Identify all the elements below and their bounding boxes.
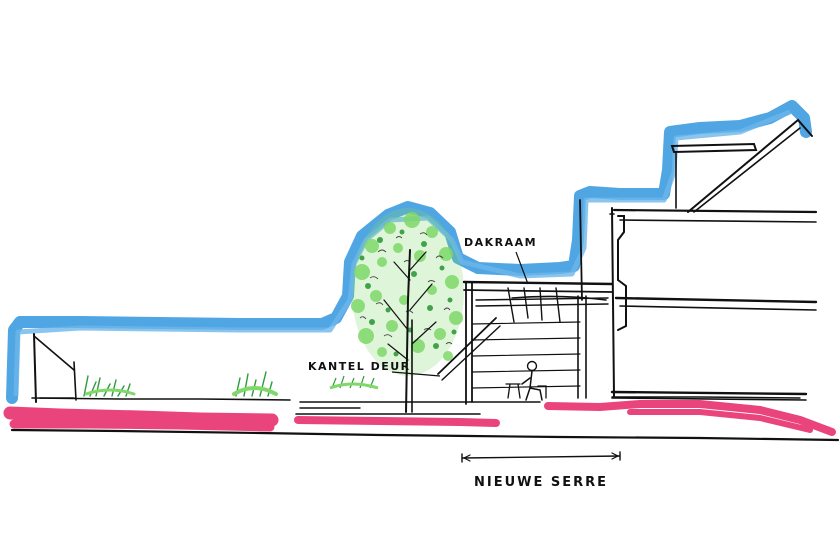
tilt-door — [437, 317, 501, 381]
label-dakraam: DAKRAAM — [464, 236, 537, 249]
label-nieuwe-serre: NIEUWE SERRE — [474, 475, 608, 490]
sky-outline-wash-inner — [13, 109, 791, 397]
seated-figure — [505, 360, 547, 401]
tree-canopy — [351, 208, 464, 376]
planting-middle — [232, 371, 278, 397]
main-house — [579, 118, 818, 401]
ground-wash — [3, 400, 836, 436]
dimension-line-serre — [461, 451, 621, 463]
label-kantel-deur: KANTEL DEUR — [308, 360, 411, 373]
label-kantel-deur-leader — [391, 371, 441, 377]
label-dakraam-leader — [515, 251, 529, 285]
tree — [351, 208, 464, 413]
planting-left — [83, 375, 136, 397]
planting-right — [329, 375, 379, 390]
tree-trunk — [383, 249, 437, 413]
garden-shed — [33, 333, 77, 403]
